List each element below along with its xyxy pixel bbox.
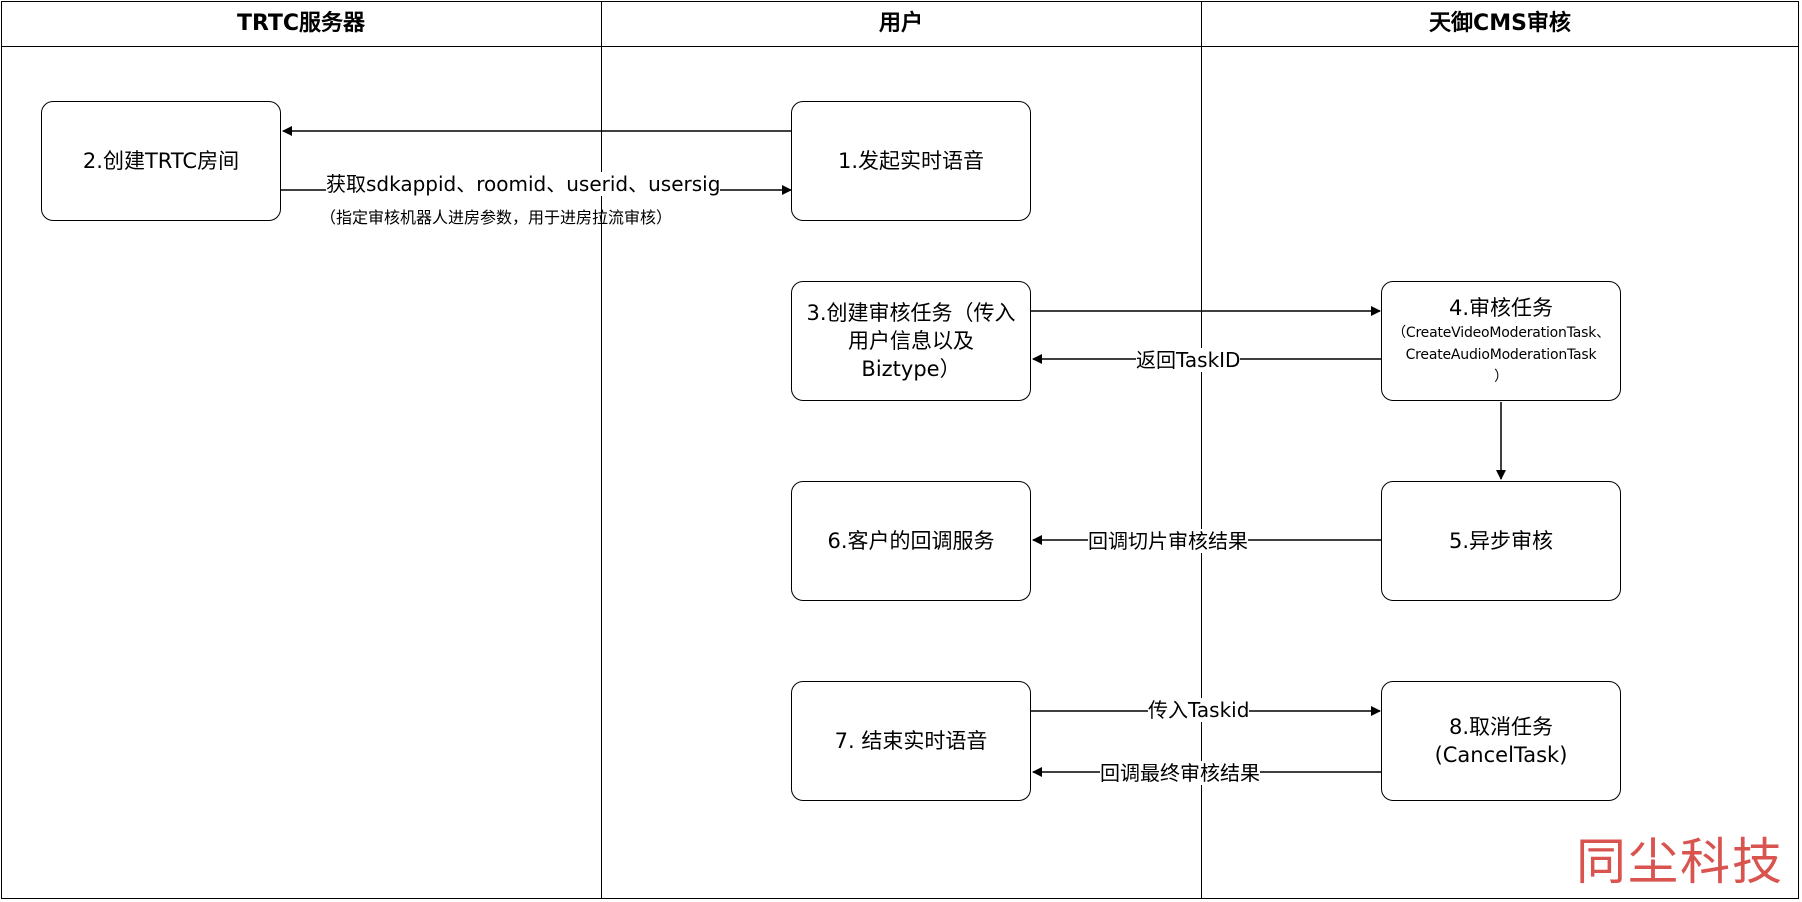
node-label: 2.创建TRTC房间 [82,149,240,173]
node-create-moderation-task: 3.创建审核任务（传入 用户信息以及 Biztype） [791,281,1031,401]
node-label-line-1: 3.创建审核任务（传入 [806,301,1016,325]
node-label-line-2: (CancelTask) [1434,743,1568,767]
node-start-voice: 1.发起实时语音 [791,101,1031,221]
node-api-line-2: CreateAudioModerationTask [1405,347,1597,363]
edge-label-get-params: 获取sdkappid、roomid、userid、usersig [326,172,721,196]
node-customer-callback: 6.客户的回调服务 [791,481,1031,601]
edge-label-final-callback: 回调最终审核结果 [1100,761,1260,785]
edge-label-pass-taskid: 传入Taskid [1148,698,1250,722]
node-label: 1.发起实时语音 [837,149,985,173]
edge-note-robot-params: （指定审核机器人进房参数，用于进房拉流审核） [320,208,673,227]
node-label: 5.异步审核 [1448,529,1554,553]
lane-header-divider [1,46,1799,47]
edge-label-slice-callback: 回调切片审核结果 [1088,529,1248,553]
node-label: 6.客户的回调服务 [827,529,995,553]
node-async-review: 5.异步审核 [1381,481,1621,601]
node-label-line-2: 用户信息以及 [848,329,974,353]
lane-divider-1 [601,1,602,899]
node-label: 7. 结束实时语音 [834,729,988,753]
edge-label-return-taskid: 返回TaskID [1136,348,1241,372]
node-api-line-1: （CreateVideoModerationTask、 [1392,325,1610,341]
node-title: 4.审核任务 [1448,296,1554,320]
lane-title-user: 用户 [878,11,923,36]
node-label-line-3: Biztype） [861,357,961,381]
node-api-line-3: ） [1494,369,1508,385]
lane-title-trtc-server: TRTC服务器 [236,11,366,36]
node-label-line-1: 8.取消任务 [1448,715,1554,739]
lane-divider-2 [1201,1,1202,899]
node-cancel-task: 8.取消任务 (CancelTask) [1381,681,1621,801]
node-create-trtc-room: 2.创建TRTC房间 [41,101,281,221]
node-moderation-task: 4.审核任务 （CreateVideoModerationTask、 Creat… [1381,281,1621,401]
watermark-logo: 同尘科技 [1576,833,1784,891]
node-end-voice: 7. 结束实时语音 [791,681,1031,801]
lane-title-cms: 天御CMS审核 [1429,11,1571,36]
